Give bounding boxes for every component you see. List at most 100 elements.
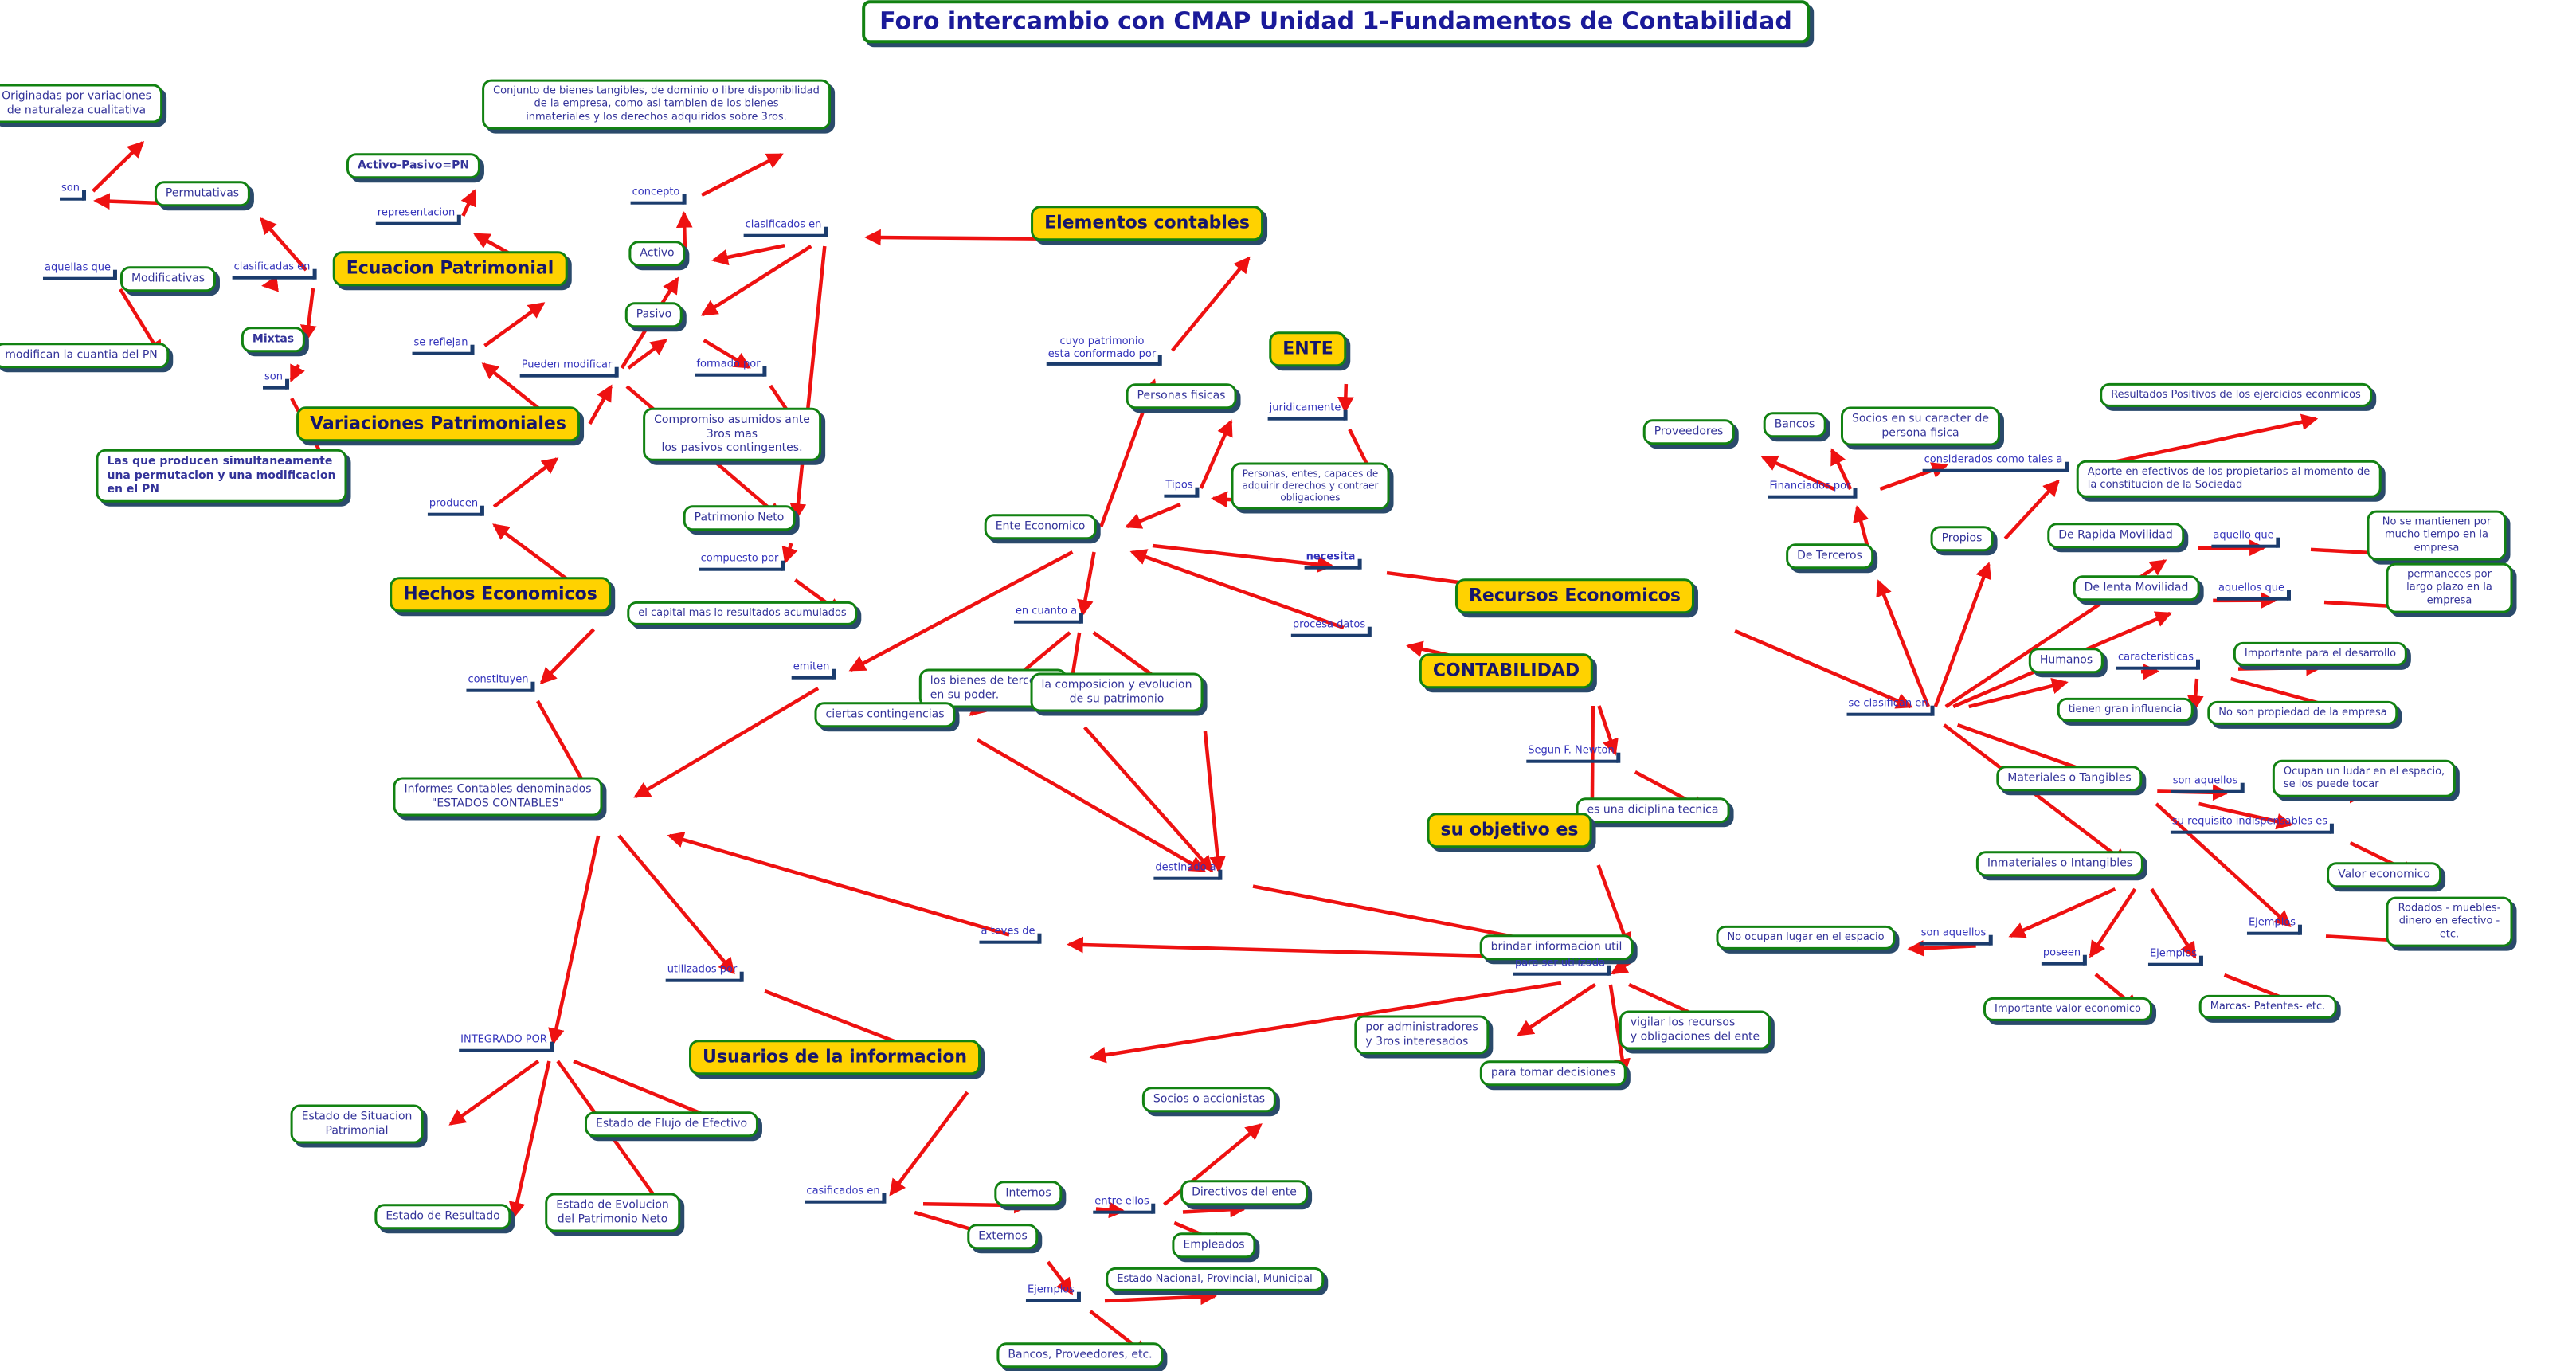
n_direct[interactable]: Directivos del ente [1180,1180,1308,1205]
n_objetivo[interactable]: su objetivo es [1427,813,1592,848]
l_poseen[interactable]: poseen [2041,947,2088,966]
n_modcuant[interactable]: modifican la cuantia del PN [0,343,169,368]
l_procesa[interactable]: procesa datos [1290,619,1372,637]
n_efe[interactable]: Estado de Flujo de Efectivo [584,1111,759,1137]
n_diciplina[interactable]: es una diciplina tecnica [1576,797,1730,823]
n_nosemant[interactable]: No se mantienen por mucho tiempo en la e… [2367,510,2507,561]
n_varpat[interactable]: Variaciones Patrimoniales [296,406,580,441]
l_destinado[interactable]: destinado a [1153,862,1223,880]
l_aqque[interactable]: aquellas que [42,262,118,280]
n_propios[interactable]: Propios [1930,526,1994,551]
n_internos[interactable]: Internos [994,1181,1063,1206]
n_personas[interactable]: Personas, entes, capaces de adquirir der… [1231,462,1390,510]
l_serefl[interactable]: se reflejan [412,337,475,355]
n_rodados[interactable]: Rodados - muebles-dinero en efectivo - e… [2386,896,2513,947]
n_ente[interactable]: ENTE [1269,331,1347,366]
n_compos[interactable]: la composicion y evolucion de su patrimo… [1030,672,1204,712]
l_casif[interactable]: casificados en [805,1185,887,1204]
n_marcas[interactable]: Marcas- Patentes- etc. [2198,994,2337,1020]
l_aquellos[interactable]: aquellos que [2216,582,2292,601]
n_estadonac[interactable]: Estado Nacional, Provincial, Municipal [1106,1267,1324,1292]
l_son1[interactable]: son [60,182,86,201]
l_repr[interactable]: representacion [375,207,462,225]
n_eevo[interactable]: Estado de Evolucion del Patrimonio Neto [545,1193,680,1232]
l_jurid[interactable]: juridicamente [1267,402,1348,421]
n_hechos[interactable]: Hechos Economicos [390,577,611,612]
n_brindar[interactable]: brindar informacion util [1479,934,1634,960]
n_prove[interactable]: Proveedores [1642,419,1735,445]
n_bancosprov[interactable]: Bancos, Proveedores, etc. [996,1342,1164,1368]
n_socios[interactable]: Socios o accionistas [1141,1087,1277,1112]
n_appn[interactable]: Activo-Pasivo=PN [346,153,481,178]
n_entecon[interactable]: Ente Economico [984,514,1097,539]
l_consid[interactable]: considerados como tales a [1922,454,2069,472]
l_financiados[interactable]: Financiados por [1768,480,1858,499]
l_son2[interactable]: son [263,371,289,390]
n_orig[interactable]: Originadas por variaciones de naturaleza… [0,84,162,123]
l_ejem3[interactable]: Ejemplos [2246,917,2303,935]
n_pasivo[interactable]: Pasivo [624,302,683,327]
n_contab[interactable]: CONTABILIDAD [1419,653,1594,688]
l_formado[interactable]: formado por [695,358,767,377]
l_integrado[interactable]: INTEGRADO POR [459,1034,554,1052]
l_tipos[interactable]: Tipos [1164,480,1200,498]
n_patneto[interactable]: Patrimonio Neto [683,505,796,531]
l_clasifen2[interactable]: clasificados en [743,219,828,237]
n_ocupan[interactable]: Ocupan un ludar en el espacio, se los pu… [2272,759,2457,797]
t_title[interactable]: Foro intercambio con CMAP Unidad 1-Funda… [862,0,1810,43]
l_sonaq2[interactable]: son aquellos [1919,927,1992,946]
n_usuarios[interactable]: Usuarios de la informacion [689,1040,981,1075]
n_perman[interactable]: permaneces por largo plazo en la empresa [2386,562,2513,613]
n_capital[interactable]: el capital mas lo resultados acumulados [627,601,858,626]
n_eres[interactable]: Estado de Resultado [374,1204,511,1229]
n_noprop[interactable]: No son propiedad de la empresa [2207,700,2398,726]
n_contin[interactable]: ciertas contingencias [814,702,956,727]
n_mat[interactable]: Materiales o Tangibles [1996,766,2143,791]
l_caract[interactable]: caracteristicas [2116,652,2200,670]
n_elem[interactable]: Elementos contables [1031,206,1263,241]
n_poradmin[interactable]: por administradores y 3ros interesados [1354,1015,1490,1055]
l_cuyo[interactable]: cuyo patrimonio esta conformado por [1046,335,1163,366]
n_import1[interactable]: Importante para el desarrollo [2233,641,2408,667]
l_segun[interactable]: Segun F. Newton [1526,745,1622,763]
n_modif[interactable]: Modificativas [119,266,217,292]
l_seclasif[interactable]: se clasifican en [1846,698,1935,716]
n_socios2[interactable]: Socios en su caracter de persona fisica [1840,406,2001,446]
l_clasen[interactable]: clasificadas en [232,261,317,280]
l_producen[interactable]: producen [427,498,485,516]
n_perfis[interactable]: Personas fisicas [1126,383,1237,409]
n_importval[interactable]: Importante valor economico [1983,997,2152,1022]
n_informes[interactable]: Informes Contables denominados "ESTADOS … [393,777,603,817]
n_bancos[interactable]: Bancos [1763,412,1826,437]
n_influ[interactable]: tienen gran influencia [2057,697,2194,723]
l_ejem2[interactable]: Ejemplos [2147,948,2204,966]
n_perm[interactable]: Permutativas [154,181,251,206]
n_lenta[interactable]: De lenta Movilidad [2073,575,2200,601]
n_deterceros[interactable]: De Terceros [1786,543,1873,569]
l_emiten[interactable]: emiten [791,661,836,680]
l_ejem1[interactable]: Ejemplos [1025,1284,1082,1302]
n_conjunto[interactable]: Conjunto de bienes tangibles, de dominio… [482,79,831,130]
l_compuesto[interactable]: compuesto por [699,553,785,571]
n_empleados[interactable]: Empleados [1172,1232,1256,1258]
n_mixtas[interactable]: Mixtas [241,327,306,352]
n_tomar[interactable]: para tomar decisiones [1479,1060,1627,1086]
n_resultpos[interactable]: Resultados Positivos de los ejercicios e… [2100,382,2372,408]
l_entre[interactable]: entre ellos [1093,1196,1157,1214]
n_vigilar[interactable]: vigilar los recursos y obligaciones del … [1619,1010,1771,1050]
n_externos[interactable]: Externos [967,1224,1039,1249]
l_ateves[interactable]: a teves de [979,926,1042,944]
l_necesita[interactable]: necesita [1304,551,1362,570]
n_humanos[interactable]: Humanos [2028,648,2104,673]
n_activo[interactable]: Activo [628,241,686,266]
n_lasque[interactable]: Las que producen simultaneamente una per… [96,449,347,503]
l_pueden[interactable]: Pueden modificar [519,359,618,378]
n_aporte[interactable]: Aporte en efectivos de los propietarios … [2076,460,2382,498]
l_sonaq1[interactable]: son aquellos [2171,775,2244,793]
l_concepto[interactable]: concepto [630,186,687,205]
l_aquello[interactable]: aquello que [2211,530,2280,548]
n_ecu[interactable]: Ecuacion Patrimonial [332,251,568,286]
n_compr[interactable]: Compromiso asumidos ante 3ros mas los pa… [643,407,821,461]
n_esp[interactable]: Estado de Situacion Patrimonial [290,1104,424,1144]
n_valorec[interactable]: Valor economico [2327,862,2441,887]
